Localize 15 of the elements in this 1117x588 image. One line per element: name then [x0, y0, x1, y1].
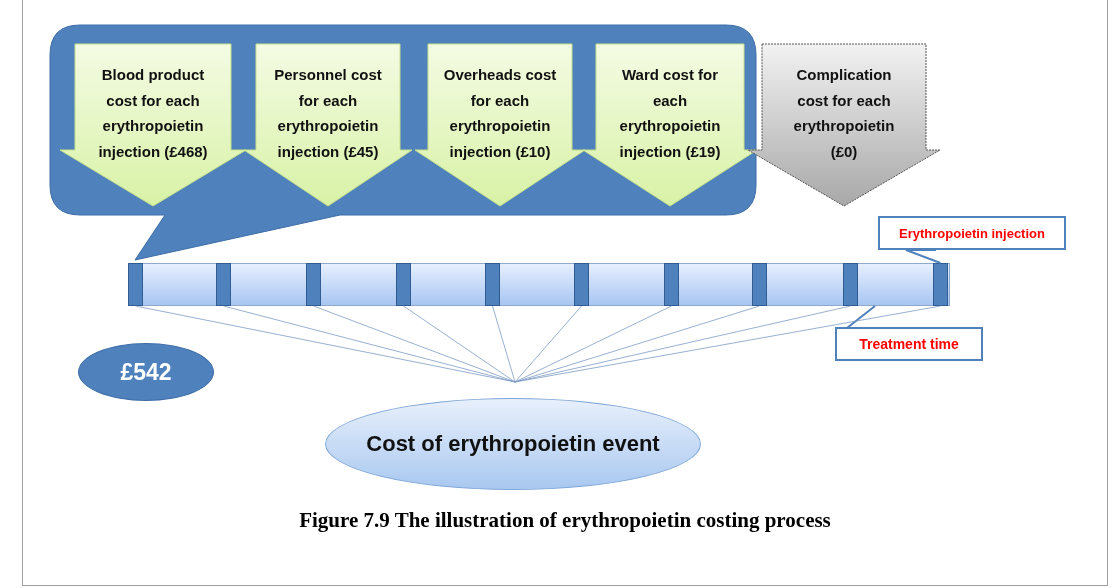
cost-label: Complication cost for each erythropoietin (£0)	[792, 65, 896, 162]
total-cost-ellipse: £542	[78, 343, 214, 401]
figure-caption: Figure 7.9 The illustration of erythropoietin costing process	[298, 508, 832, 533]
cost-label: Ward cost for each erythropoietin injection (£19)	[618, 65, 722, 162]
convergence-line	[514, 305, 672, 383]
cost-label: Overheads cost for each erythropoietin injection (£10)	[442, 65, 558, 162]
cost-label: Personnel cost for each erythropoietin injection (£45)	[273, 65, 383, 162]
convergence-line	[223, 305, 516, 383]
leader-line	[905, 249, 942, 264]
cost-label: Blood product cost for each erythropoietin injection (£468)	[97, 65, 209, 162]
event-ellipse: Cost of erythropoietin event	[325, 398, 701, 490]
convergence-line	[313, 305, 516, 383]
convergence-line	[492, 305, 516, 383]
convergence-line	[514, 305, 582, 383]
convergence-line	[403, 305, 516, 383]
